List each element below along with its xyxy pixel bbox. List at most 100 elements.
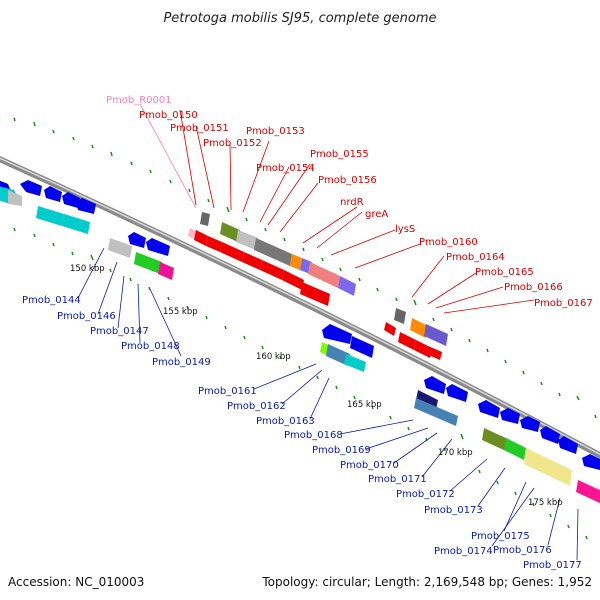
gene-arrow xyxy=(424,376,446,394)
gene-label: Pmob_0172 xyxy=(396,489,455,500)
gene-box xyxy=(414,398,458,426)
gene-arrow xyxy=(62,192,80,208)
gene-arrow xyxy=(146,238,170,256)
gene-box xyxy=(134,252,162,274)
gene-box xyxy=(200,212,210,226)
gene-arrow xyxy=(194,230,208,246)
gene-arrow xyxy=(384,322,396,336)
gene-label: Pmob_0165 xyxy=(475,267,534,278)
gene-box xyxy=(290,254,302,270)
gene-box xyxy=(36,206,64,226)
gene-box xyxy=(394,308,406,324)
gene-label: Pmob_0149 xyxy=(152,357,211,368)
gene-label: greA xyxy=(365,209,388,220)
gene-box xyxy=(108,238,132,258)
accession-text: Accession: NC_010003 xyxy=(8,575,144,589)
gene-box xyxy=(220,222,240,242)
gene-box xyxy=(62,214,90,234)
gene-cluster-left xyxy=(0,180,174,280)
gene-arrow xyxy=(300,282,330,306)
gene-label: Pmob_0164 xyxy=(446,252,505,263)
gene-arrow xyxy=(128,232,146,248)
gene-label: Pmob_0169 xyxy=(312,445,371,456)
gene-box xyxy=(482,428,510,452)
gene-box xyxy=(416,390,438,410)
gene-arrow xyxy=(500,408,520,424)
gene-arrow xyxy=(76,198,96,214)
gene-label: Pmob_0155 xyxy=(310,149,369,160)
gene-arrow xyxy=(282,270,304,290)
scale-label-160: 160 kbp xyxy=(256,352,291,362)
gene-arrow xyxy=(540,426,560,444)
gene-arrow xyxy=(426,346,442,360)
gene-arrow xyxy=(220,242,244,262)
gene-arrow xyxy=(20,180,42,196)
gene-box xyxy=(308,262,340,288)
gene-box xyxy=(524,448,572,486)
gene-label: lysS xyxy=(395,224,415,235)
gene-box xyxy=(424,324,448,346)
gene-box xyxy=(344,354,366,372)
scale-label-175: 175 kbp xyxy=(528,498,563,508)
gene-label: Pmob_0148 xyxy=(121,341,180,352)
labels-forward: Pmob_R0001 Pmob_0150 Pmob_0151 Pmob_0152… xyxy=(106,95,593,309)
gene-label: Pmob_0167 xyxy=(534,298,593,309)
gene-arrow xyxy=(206,236,222,252)
gene-arrow xyxy=(242,252,262,270)
gene-label: Pmob_0173 xyxy=(424,505,483,516)
gene-arrow xyxy=(322,324,352,344)
gene-label: Pmob_0160 xyxy=(419,237,478,248)
gene-label: Pmob_0152 xyxy=(203,138,262,149)
gene-label: Pmob_0147 xyxy=(90,326,149,337)
gene-box xyxy=(236,230,258,250)
gene-box xyxy=(504,438,526,460)
scale-label-155: 155 kbp xyxy=(163,307,198,317)
gene-arrow xyxy=(582,454,600,470)
gene-label: Pmob_0176 xyxy=(493,545,552,556)
gene-box xyxy=(8,190,22,206)
gene-label: Pmob_0174 xyxy=(434,546,493,557)
gene-label: Pmob_0170 xyxy=(340,460,399,471)
gene-arrow xyxy=(478,400,500,418)
gene-box xyxy=(326,344,350,366)
outer-ticks-upper xyxy=(13,117,597,419)
scale-label-165: 165 kbp xyxy=(347,400,382,410)
leader-lines-reverse xyxy=(77,247,579,561)
scale-labels: 150 kbp 155 kbp 160 kbp 165 kbp 170 kbp … xyxy=(70,264,563,508)
topology-text: Topology: circular; Length: 2,169,548 bp… xyxy=(261,575,592,589)
gene-label: Pmob_R0001 xyxy=(106,95,172,106)
gene-box xyxy=(576,480,600,504)
gene-label: Pmob_0175 xyxy=(471,531,530,542)
gene-box xyxy=(158,262,174,280)
gene-arrow xyxy=(350,336,374,358)
gene-label: Pmob_0151 xyxy=(170,123,229,134)
gene-arrow xyxy=(44,186,62,202)
gene-cluster-lower-right xyxy=(414,376,600,504)
inner-ticks-lower xyxy=(13,227,588,540)
gene-arrow xyxy=(558,436,578,454)
gene-label: Pmob_0166 xyxy=(504,282,563,293)
gene-label: Pmob_0171 xyxy=(368,474,427,485)
gene-arrow xyxy=(520,416,540,432)
gene-arrow xyxy=(446,384,468,402)
gene-arrow xyxy=(398,332,416,350)
scale-label-170: 170 kbp xyxy=(438,448,473,458)
gene-cluster-right-middle xyxy=(320,308,448,372)
gene-box xyxy=(338,276,356,296)
map-title: Petrotoga mobilis SJ95, complete genome xyxy=(163,11,436,26)
gene-box xyxy=(410,318,428,338)
gene-cluster-middle xyxy=(188,212,356,306)
gene-label: Pmob_0162 xyxy=(227,401,286,412)
gene-label: nrdR xyxy=(340,197,364,208)
leader-line-rna xyxy=(139,103,197,209)
gene-label: Pmob_0150 xyxy=(139,110,198,121)
labels-reverse: Pmob_0144 Pmob_0146 Pmob_0147 Pmob_0148 … xyxy=(22,295,582,571)
gene-label: Pmob_0156 xyxy=(318,175,377,186)
gene-label: Pmob_0153 xyxy=(246,126,305,137)
gene-label: Pmob_0161 xyxy=(198,386,257,397)
gene-label: Pmob_0154 xyxy=(256,163,315,174)
gene-label: Pmob_0177 xyxy=(523,560,582,571)
gene-label: Pmob_0168 xyxy=(284,430,343,441)
scale-label-150: 150 kbp xyxy=(70,264,105,274)
